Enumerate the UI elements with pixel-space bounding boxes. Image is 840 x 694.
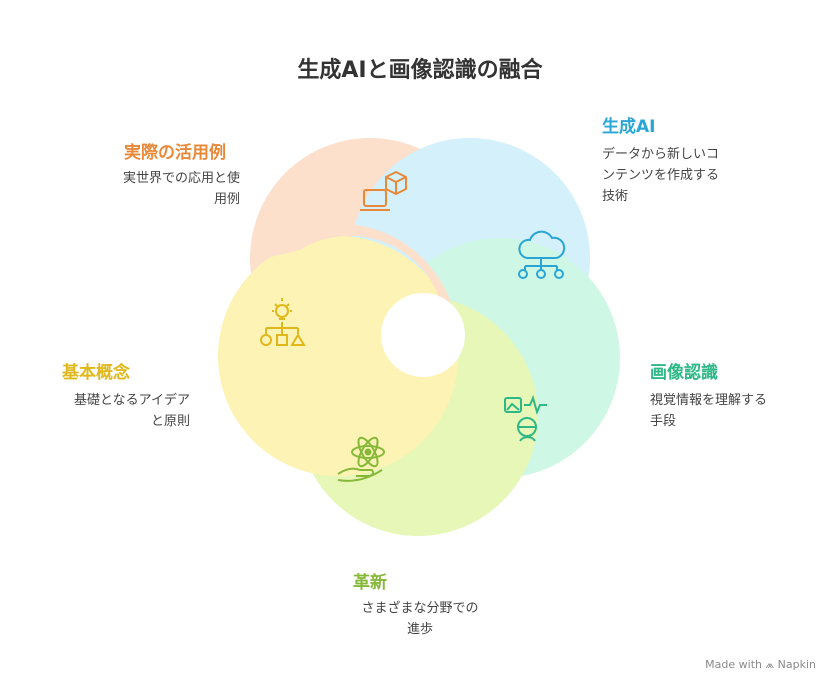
label-image-recognition: 画像認識 xyxy=(650,363,718,383)
laptop-cube-icon xyxy=(360,171,407,211)
page-title: 生成AIと画像認識の融合 xyxy=(297,58,543,83)
desc-line: 用例 xyxy=(213,192,240,207)
desc-line: 実世界での応用と使 xyxy=(122,171,240,186)
petal-basic-concepts xyxy=(218,236,458,476)
desc-line: 手段 xyxy=(650,414,677,429)
desc-line: データから新しいコ xyxy=(602,147,720,162)
lightbulb-shapes-icon xyxy=(260,298,306,346)
label-innovation: 革新 xyxy=(353,573,387,593)
desc-line: 進歩 xyxy=(406,622,433,637)
desc-line: ンテンツを作成する xyxy=(602,168,720,183)
desc-line: さまざまな分野での xyxy=(361,601,479,616)
label-practical: 実際の活用例 xyxy=(124,143,226,163)
desc-line: 基礎となるアイデア xyxy=(74,393,190,408)
cloud-network-icon xyxy=(518,230,566,279)
petal-practical-overlap xyxy=(250,223,458,339)
center-hole xyxy=(381,293,465,377)
image-face-scan-icon xyxy=(504,395,547,442)
desc-innovation: さまざまな分野での 進歩 xyxy=(340,598,500,640)
desc-line: 技術 xyxy=(602,189,629,204)
desc-basic-concepts: 基礎となるアイデア と原則 xyxy=(30,390,190,432)
desc-line: と原則 xyxy=(150,414,190,429)
desc-line: 視覚情報を理解する xyxy=(650,393,768,408)
desc-genai: データから新しいコ ンテンツを作成する 技術 xyxy=(602,144,762,207)
desc-practical: 実世界での応用と使 用例 xyxy=(60,168,240,210)
label-basic-concepts: 基本概念 xyxy=(62,363,130,383)
atom-hand-icon xyxy=(337,436,385,482)
label-genai: 生成AI xyxy=(602,117,656,137)
desc-image-recognition: 視覚情報を理解する 手段 xyxy=(650,390,810,432)
napkin-watermark: Made with ⩕ Napkin xyxy=(705,658,816,671)
